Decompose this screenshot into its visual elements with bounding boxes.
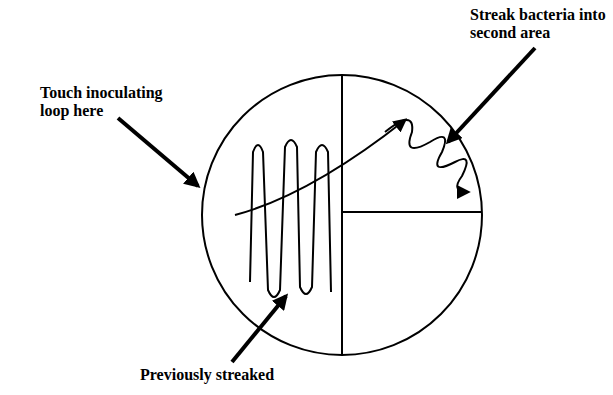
leader-arrow <box>118 118 198 186</box>
callout-label: Streak bacteria into second area <box>470 6 608 42</box>
leader-arrow <box>232 296 286 362</box>
loop-path <box>235 120 405 215</box>
quadrant-line <box>341 75 343 355</box>
petri-dish <box>202 75 482 355</box>
first-streak <box>250 140 331 297</box>
callout-label: Touch inoculating loop here <box>40 84 190 120</box>
second-streak <box>385 120 468 192</box>
leader-arrow <box>448 48 535 142</box>
callout-label: Previously streaked <box>140 366 360 384</box>
quadrant-line <box>342 211 482 213</box>
